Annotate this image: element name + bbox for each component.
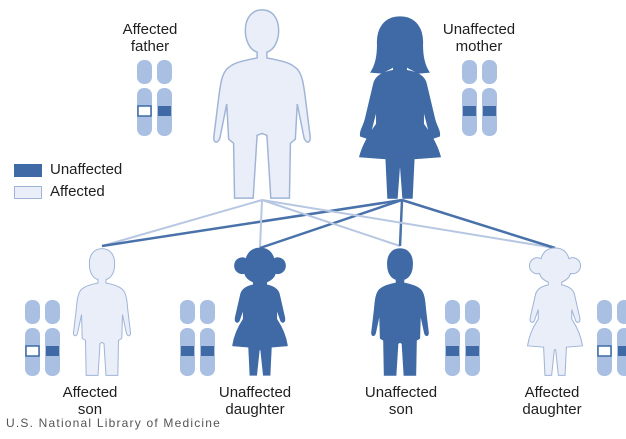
inheritance-line [260, 200, 262, 248]
chromosome-pair-icon [25, 300, 60, 376]
son1-figure-icon [74, 249, 131, 376]
chromosome-pair-icon [137, 60, 172, 136]
daughter1-figure-icon [233, 248, 288, 375]
chromosome-pair-icon [597, 300, 626, 376]
daughter2-figure-icon [528, 248, 583, 375]
chromosome-pair-icon [180, 300, 215, 376]
legend-unaffected-label: Unaffected [50, 161, 122, 178]
chromosome-pair-icon [462, 60, 497, 136]
son2-figure-icon [372, 249, 429, 376]
inheritance-line [262, 200, 555, 248]
father-figure-icon [214, 10, 310, 198]
credit-text: U.S. National Library of Medicine [6, 416, 221, 430]
inheritance-line [402, 200, 555, 248]
inheritance-line [102, 200, 402, 246]
chromosome-pair-icon [445, 300, 480, 376]
legend-affected-label: Affected [50, 183, 105, 200]
inheritance-lines [102, 200, 555, 248]
inheritance-line [102, 200, 262, 246]
legend-affected-swatch [14, 186, 42, 199]
legend-unaffected-swatch [14, 164, 42, 177]
